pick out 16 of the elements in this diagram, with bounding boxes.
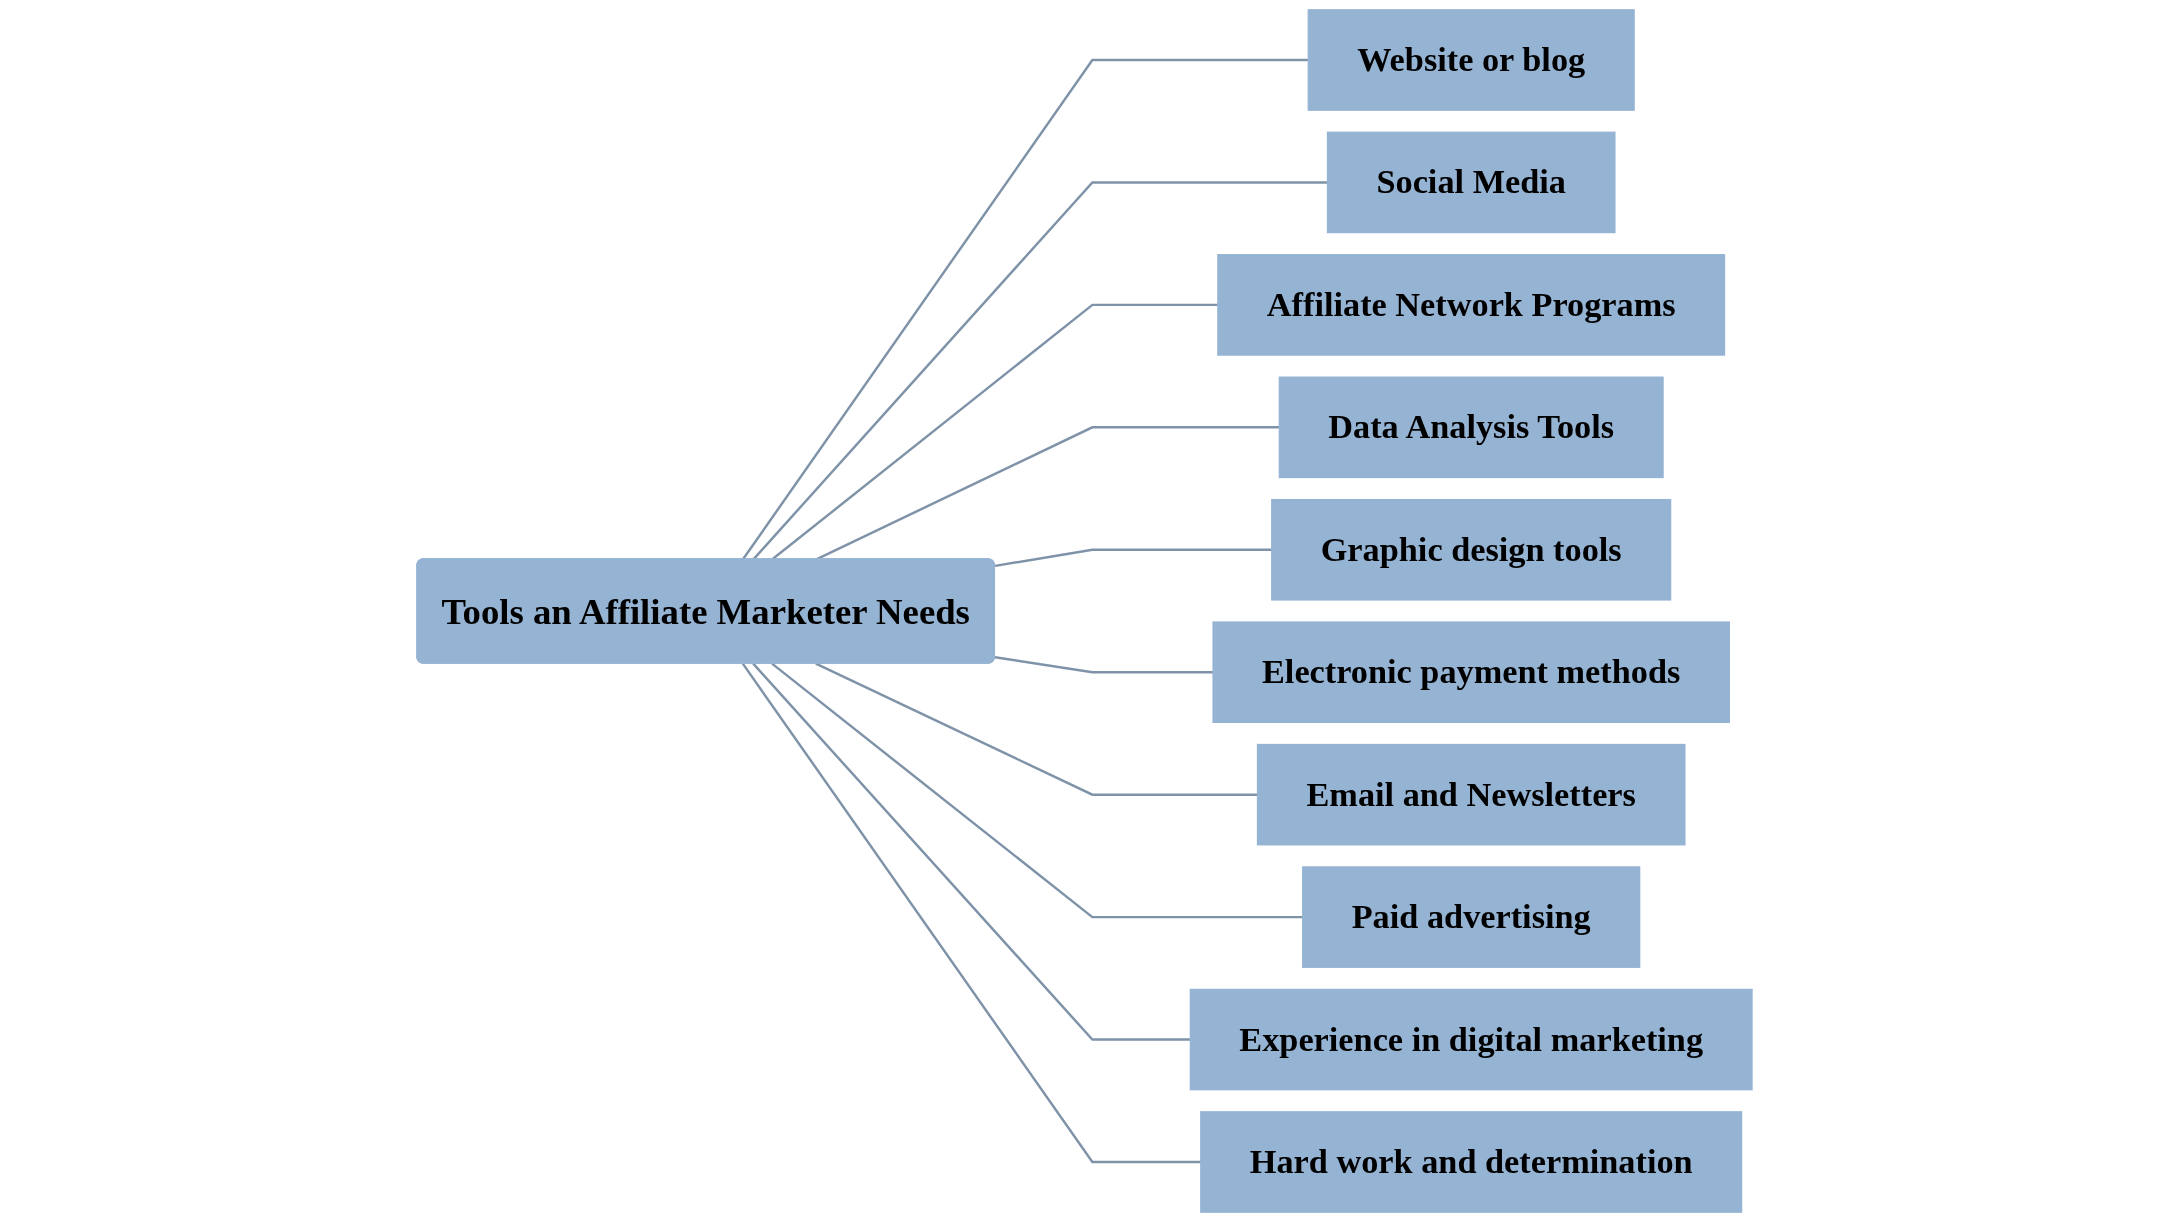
connector: [741, 662, 1201, 1164]
connector: [771, 662, 1303, 919]
node-box: Paid advertising: [1302, 866, 1641, 968]
connector: [815, 662, 1258, 796]
node-box: Hard work and determination: [1200, 1111, 1743, 1213]
node-box: Email and Newsletters: [1256, 743, 1686, 846]
node-box: Website or blog: [1307, 9, 1635, 111]
node-box: Data Analysis Tools: [1278, 376, 1664, 479]
connector: [994, 656, 1214, 674]
node-box: Experience in digital marketing: [1189, 988, 1753, 1091]
node-box: Graphic design tools: [1271, 498, 1672, 601]
node-box: Affiliate Network Programs: [1217, 254, 1726, 356]
node-box: Social Media: [1326, 131, 1616, 234]
connector: [994, 548, 1272, 568]
node-box: Electronic payment methods: [1212, 621, 1730, 724]
connector: [752, 662, 1191, 1041]
